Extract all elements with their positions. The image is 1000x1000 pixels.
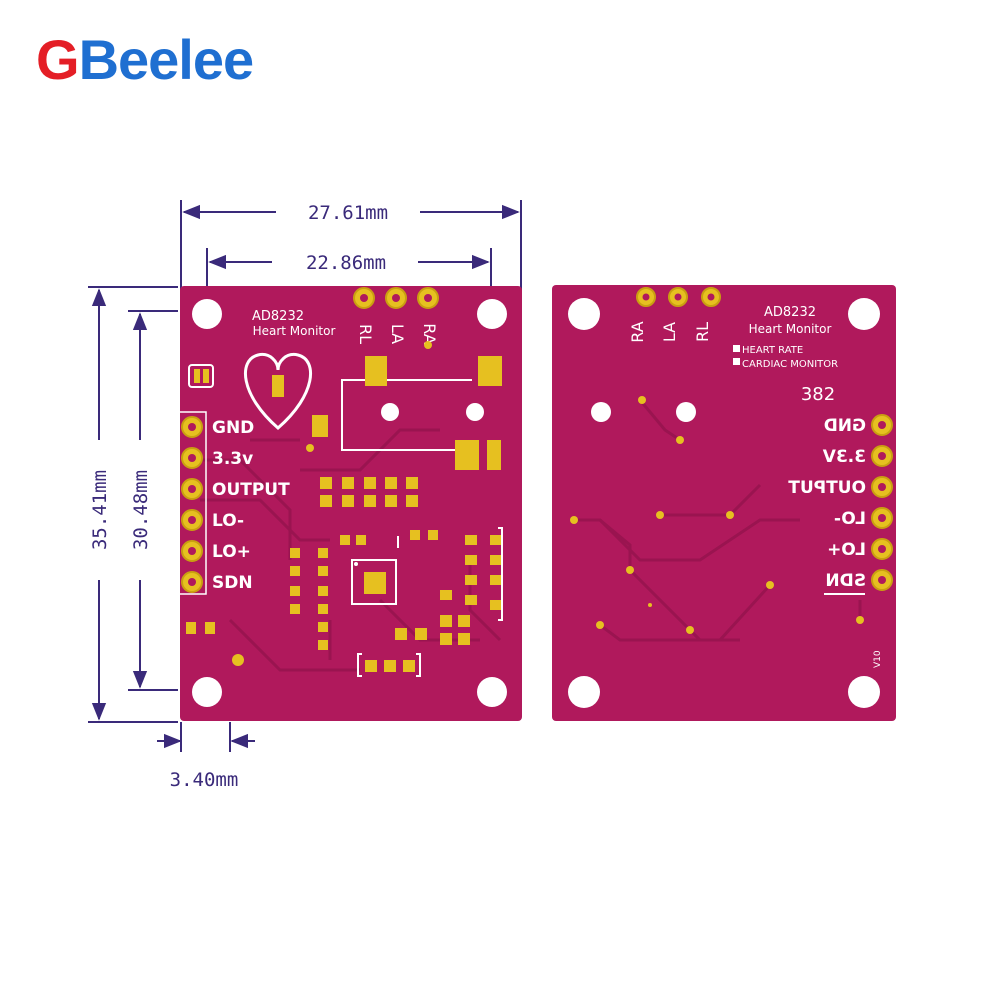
back-chip-label: AD8232 xyxy=(764,305,816,320)
back-version: V10 xyxy=(873,650,883,668)
dim-edge-offset: 3.40mm xyxy=(170,769,239,791)
back-electrode-pads xyxy=(636,287,721,307)
back-feature-cardiac-monitor: CARDIAC MONITOR xyxy=(742,359,838,370)
front-pin-3v3: 3.3v xyxy=(212,449,253,469)
back-subtitle: Heart Monitor xyxy=(749,322,832,336)
back-board-code: 382 xyxy=(801,384,835,405)
back-pin-lo-minus: LO- xyxy=(834,509,866,529)
front-subtitle: Heart Monitor xyxy=(253,324,336,338)
front-board: RL LA RA AD8232 Heart Monitor xyxy=(177,286,522,721)
via-hole xyxy=(381,403,399,421)
dim-height-outer: 35.41mm xyxy=(89,470,111,550)
ic-chip xyxy=(364,572,386,594)
front-smd-components xyxy=(186,477,502,672)
back-pin-output: OUTPUT xyxy=(788,478,866,498)
brand-logo: GBeelee xyxy=(36,32,254,88)
back-feature-heart-rate: HEART RATE xyxy=(742,345,803,356)
dim-width-outer: 27.61mm xyxy=(308,202,388,224)
via-hole xyxy=(591,402,611,422)
brand-logo-g: G xyxy=(36,28,80,91)
front-pin-output: OUTPUT xyxy=(212,480,290,500)
dim-height-inner: 30.48mm xyxy=(130,470,152,550)
mounting-hole xyxy=(848,676,880,708)
back-pin-gnd: GND xyxy=(824,416,866,436)
back-electrode-rl: RL xyxy=(693,322,712,342)
mounting-hole xyxy=(848,298,880,330)
mounting-hole xyxy=(477,677,507,707)
back-vias xyxy=(570,396,864,634)
front-pin-lo-plus: LO+ xyxy=(212,542,251,562)
back-board-pcb xyxy=(552,285,896,721)
back-mounting-holes xyxy=(568,298,880,708)
via-hole xyxy=(676,402,696,422)
front-mounting-holes xyxy=(192,299,507,707)
back-pin-3v3: 3.3V xyxy=(822,447,866,467)
front-electrode-la: LA xyxy=(388,324,407,344)
back-electrode-ra: RA xyxy=(628,321,647,342)
dimension-lines xyxy=(88,200,522,752)
front-pin-gnd: GND xyxy=(212,418,254,438)
back-electrode-la: LA xyxy=(660,322,679,342)
back-pin-sdn: SDN xyxy=(825,571,866,591)
front-pin-header xyxy=(177,411,207,595)
mounting-hole xyxy=(477,299,507,329)
front-pin-sdn: SDN xyxy=(212,573,253,593)
mounting-hole xyxy=(192,299,222,329)
front-electrode-ra: RA xyxy=(420,323,439,344)
mounting-hole xyxy=(192,677,222,707)
front-chip-label: AD8232 xyxy=(252,309,304,324)
brand-logo-rest: Beelee xyxy=(78,28,255,91)
back-pin-lo-plus: LO+ xyxy=(827,540,866,560)
back-board: RA LA RL AD8232 Heart Monitor HEART RATE… xyxy=(552,285,896,721)
front-electrode-rl: RL xyxy=(356,324,375,344)
ic-outline xyxy=(351,559,397,605)
front-pin-lo-minus: LO- xyxy=(212,511,244,531)
smd-pad xyxy=(272,375,284,397)
mounting-hole xyxy=(568,298,600,330)
mounting-hole xyxy=(568,676,600,708)
dim-width-inner: 22.86mm xyxy=(306,252,386,274)
back-pin-header xyxy=(871,414,893,591)
via-hole xyxy=(466,403,484,421)
front-electrode-pads xyxy=(353,287,439,309)
heart-icon xyxy=(244,352,312,430)
